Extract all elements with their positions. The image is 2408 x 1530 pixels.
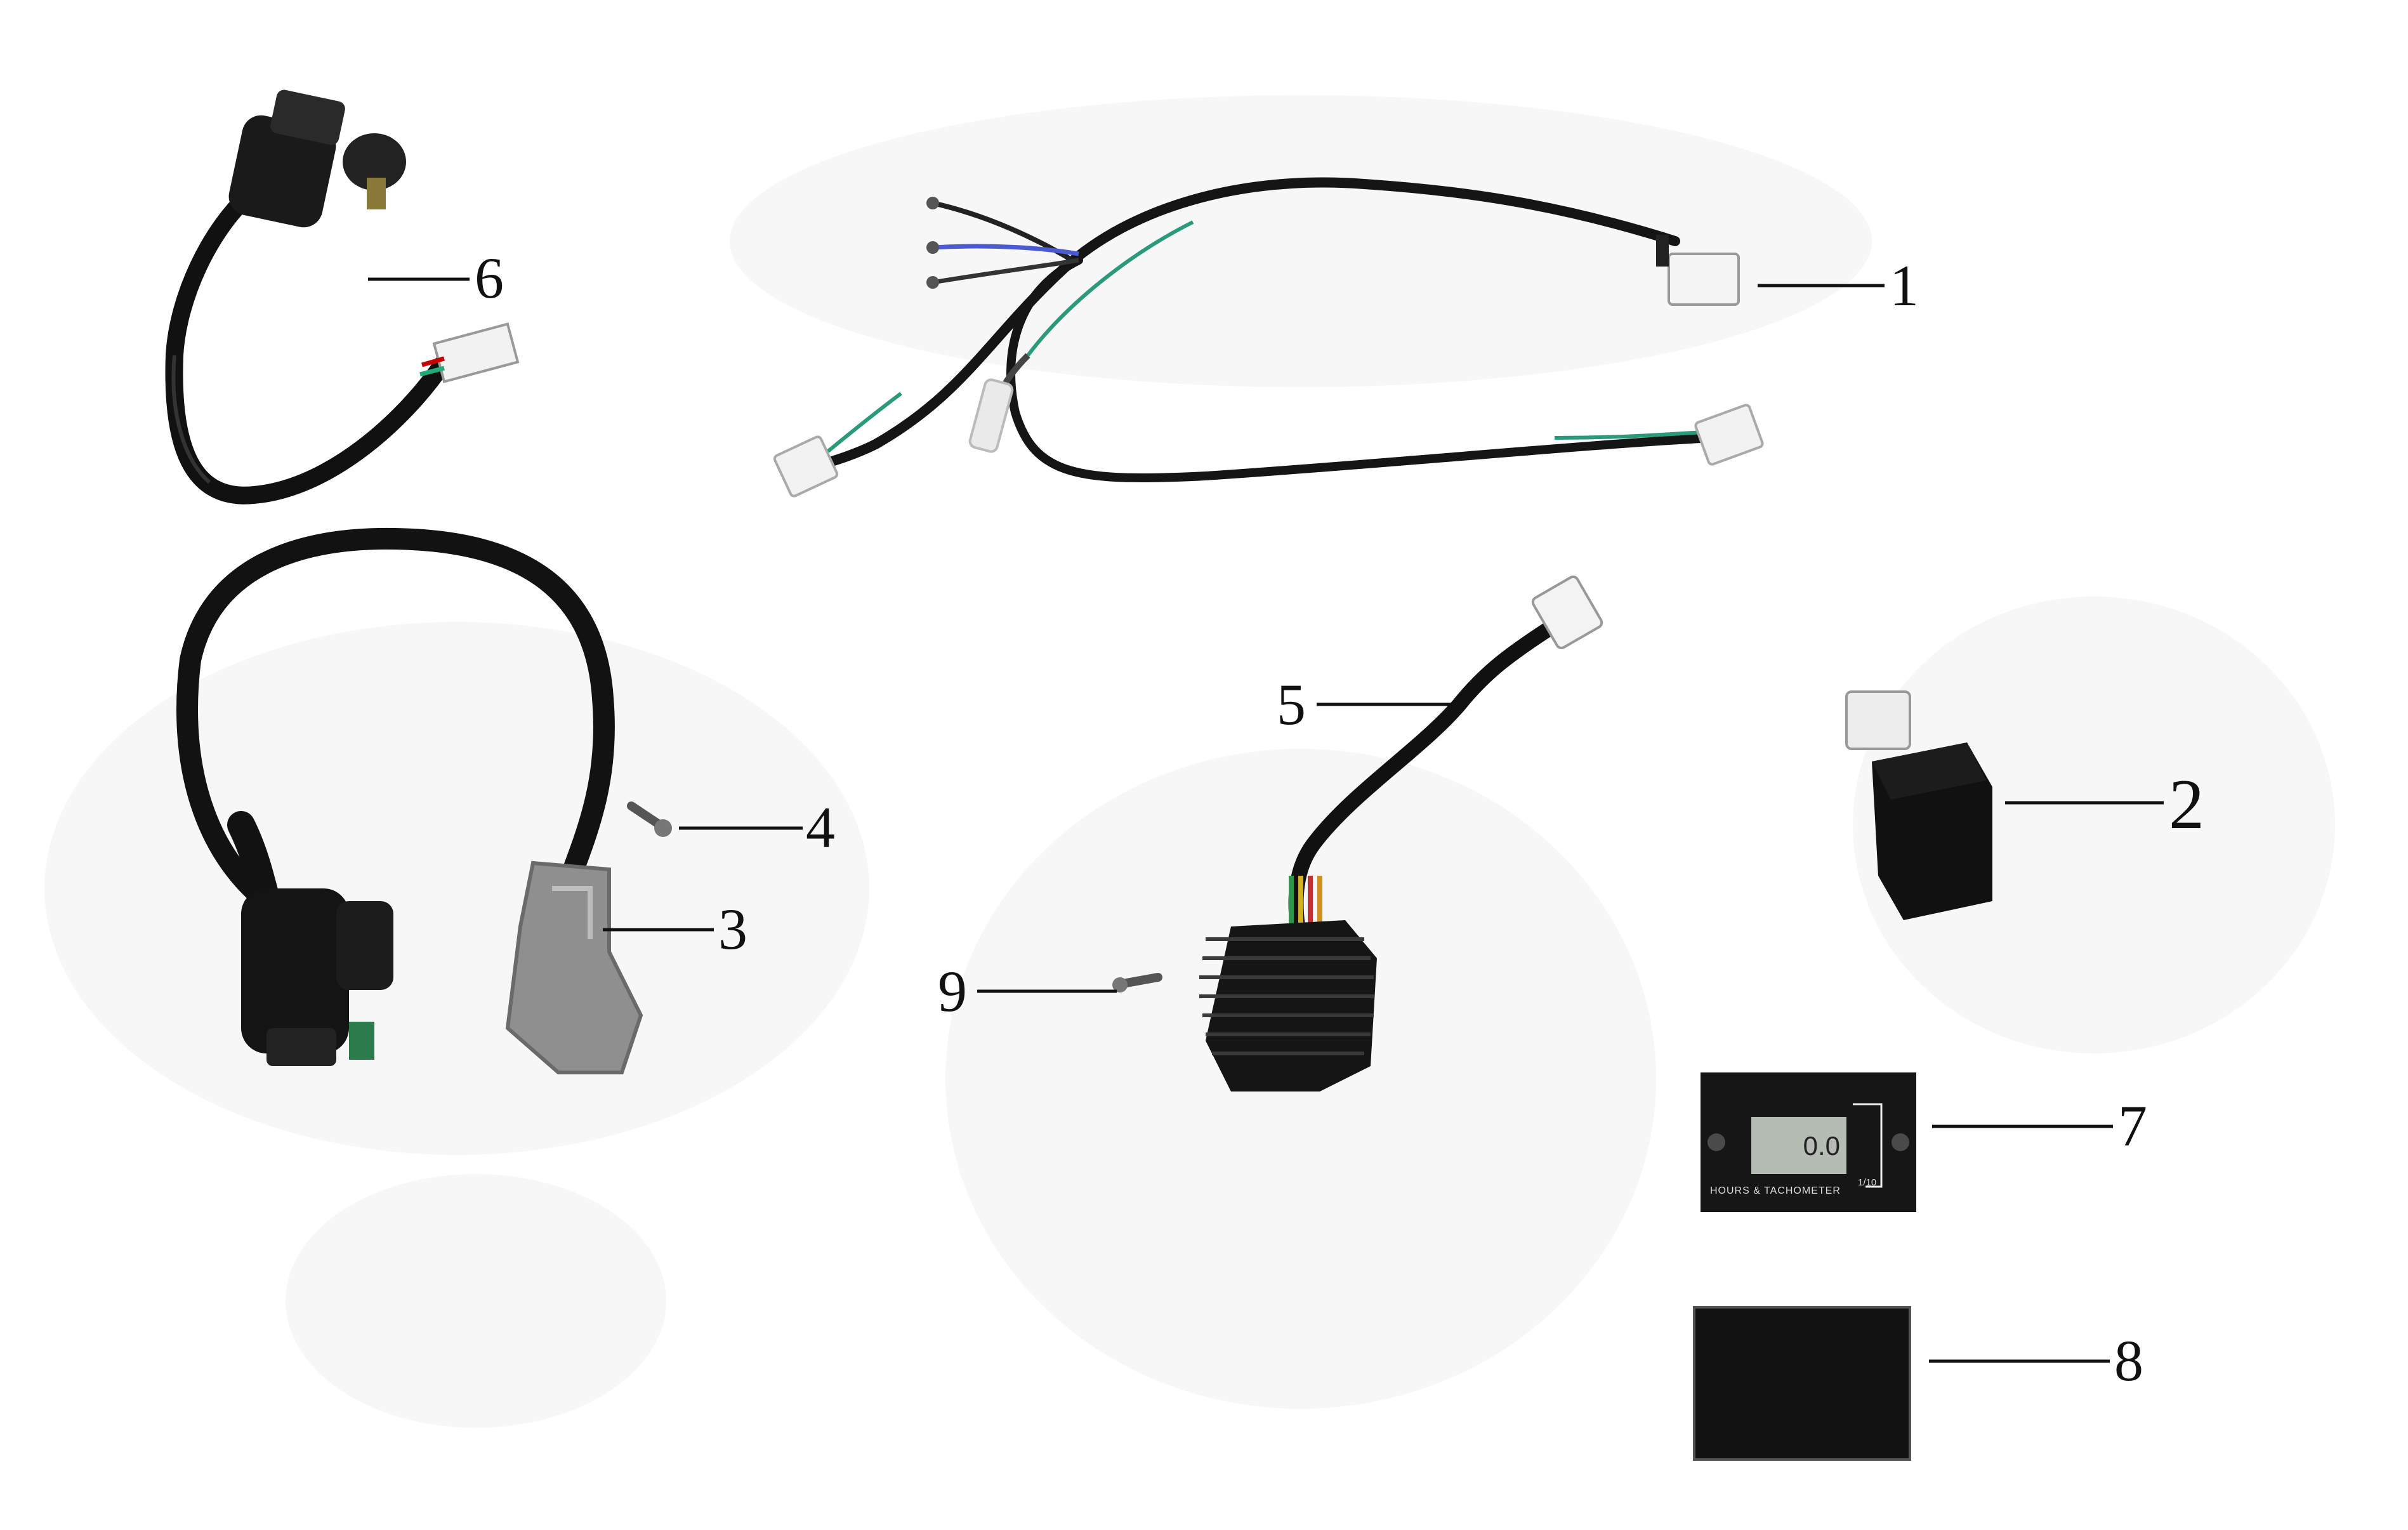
callout-8: 8 bbox=[2114, 1328, 2143, 1393]
part-8-pad bbox=[1693, 1306, 1911, 1461]
background-shading bbox=[44, 95, 2335, 1428]
hour-meter-display: 0.0 bbox=[1803, 1131, 1840, 1161]
part-3-ignition-coil bbox=[176, 528, 643, 1074]
callout-9: 9 bbox=[938, 959, 967, 1024]
hour-meter-brand-text: HOURS & TACHOMETER bbox=[1710, 1185, 1841, 1196]
leader-lines bbox=[368, 277, 2164, 1363]
hour-meter-corner-text: 1/10 bbox=[1858, 1177, 1877, 1188]
callout-4: 4 bbox=[806, 795, 835, 860]
callout-1: 1 bbox=[1890, 253, 1919, 318]
callout-3: 3 bbox=[718, 897, 747, 961]
part-4-screw bbox=[627, 801, 672, 837]
part-6-ignition-switch bbox=[165, 89, 520, 505]
part-9-screw bbox=[1112, 973, 1162, 993]
callout-2: 2 bbox=[2169, 765, 2204, 844]
part-2-cdi-unit bbox=[1845, 690, 1992, 920]
part-7-hour-meter bbox=[1701, 1072, 1916, 1212]
callout-6: 6 bbox=[475, 246, 504, 310]
part-1-wiring-harness bbox=[773, 177, 1764, 498]
part-5-regulator-rectifier bbox=[1199, 575, 1603, 1091]
callout-5: 5 bbox=[1277, 672, 1306, 737]
callout-7: 7 bbox=[2118, 1093, 2147, 1158]
